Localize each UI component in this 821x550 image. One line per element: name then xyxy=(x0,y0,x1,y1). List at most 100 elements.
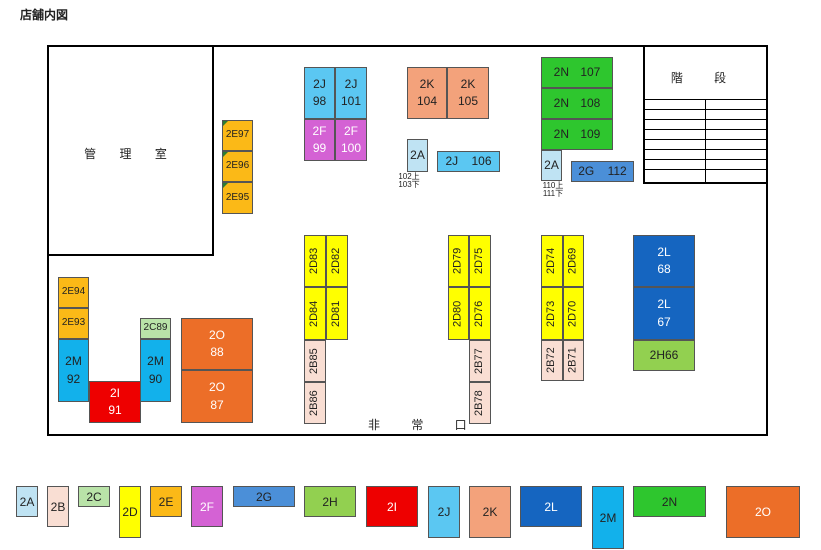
legend-label: 2N xyxy=(661,494,678,509)
booth-2d-81[interactable]: 2D81 xyxy=(326,287,348,340)
booth-label: 2H66 xyxy=(649,347,679,362)
booth-label: 2D82 xyxy=(330,247,343,275)
legend-label: 2K xyxy=(482,505,498,519)
booth-2d-82[interactable]: 2D82 xyxy=(326,235,348,287)
booth-2d-80[interactable]: 2D80 xyxy=(448,287,469,340)
booth-label: 2K xyxy=(419,76,435,91)
booth-label: 2K xyxy=(460,76,476,91)
booth-2g-112[interactable]: 2G 112 xyxy=(571,161,634,182)
legend-label: 2I xyxy=(386,499,397,514)
booth-number: 104 xyxy=(416,94,438,108)
booth-label: 2L xyxy=(657,297,671,312)
legend-2f: 2F xyxy=(191,486,223,527)
booth-2c-89[interactable]: 2C89 xyxy=(140,318,171,339)
booth-2b-85[interactable]: 2B85 xyxy=(304,340,326,382)
legend-label: 2O xyxy=(754,505,771,519)
legend-2c: 2C xyxy=(78,486,110,507)
booth-label: 2B72 xyxy=(545,347,558,374)
booth-label: 2A xyxy=(410,147,425,162)
booth-number: 101 xyxy=(340,94,362,108)
booth-label: 2D84 xyxy=(308,300,321,327)
booth-2b-72[interactable]: 2B72 xyxy=(541,340,563,381)
legend-2k: 2K xyxy=(469,486,511,538)
booth-2b-86[interactable]: 2B86 xyxy=(304,382,326,424)
booth-2n-107[interactable]: 2N 107 xyxy=(541,57,613,88)
booth-2h-66[interactable]: 2H66 xyxy=(633,340,695,371)
booth-2e-97[interactable]: 2E97 xyxy=(222,120,253,151)
legend-2a: 2A xyxy=(16,486,38,517)
booth-2d-74[interactable]: 2D74 xyxy=(541,235,563,287)
booth-label: 2D80 xyxy=(451,300,464,327)
booth-label: 2E96 xyxy=(225,160,250,172)
booth-number: 91 xyxy=(108,403,122,417)
booth-2b-78[interactable]: 2B78 xyxy=(469,382,491,424)
page-title: 店舗内図 xyxy=(20,8,69,22)
booth-label: 2J 106 xyxy=(445,153,492,168)
booth-2e-95[interactable]: 2E95 xyxy=(222,182,253,214)
booth-label: 2D75 xyxy=(473,247,486,275)
booth-label: 2G 112 xyxy=(578,163,627,178)
booth-label: 2B71 xyxy=(566,347,579,374)
legend-label: 2L xyxy=(544,499,558,514)
stairs-steps-drawing xyxy=(645,99,766,182)
booth-label: 2M xyxy=(65,354,82,369)
booth-2a-102-note: 102上 103下 xyxy=(394,172,424,190)
booth-label: 2F xyxy=(312,123,327,138)
booth-2e-94[interactable]: 2E94 xyxy=(58,277,89,308)
legend-label: 2H xyxy=(322,494,338,509)
legend-label: 2M xyxy=(599,510,617,525)
booth-2j-106[interactable]: 2J 106 xyxy=(437,151,500,172)
booth-number: 90 xyxy=(148,371,163,386)
booth-label: 2J xyxy=(313,76,326,91)
booth-2d-70[interactable]: 2D70 xyxy=(563,287,584,340)
booth-2b-77[interactable]: 2B77 xyxy=(469,340,491,382)
booth-2d-79[interactable]: 2D79 xyxy=(448,235,469,287)
booth-2d-83[interactable]: 2D83 xyxy=(304,235,326,287)
booth-label: 2B77 xyxy=(473,348,486,374)
legend-label: 2C xyxy=(86,489,102,504)
booth-2d-76[interactable]: 2D76 xyxy=(469,287,491,340)
legend-label: 2D xyxy=(122,505,138,519)
legend-2m: 2M xyxy=(592,486,624,549)
booth-label: 2I xyxy=(109,385,120,400)
booth-number: 105 xyxy=(457,94,479,108)
booth-2a-110[interactable]: 2A xyxy=(541,150,562,181)
booth-2n-108[interactable]: 2N 108 xyxy=(541,88,613,119)
legend-label: 2E xyxy=(158,494,174,509)
booth-label: 2D74 xyxy=(545,247,558,275)
booth-2e-93[interactable]: 2E93 xyxy=(58,308,89,339)
booth-2a-110-note: 110上 111下 xyxy=(538,181,568,199)
legend-2h: 2H xyxy=(304,486,356,517)
office-label: 管 理 室 xyxy=(84,147,177,161)
booth-2a-102[interactable]: 2A xyxy=(407,139,428,172)
booth-2d-73[interactable]: 2D73 xyxy=(541,287,563,340)
legend-2n: 2N xyxy=(633,486,706,517)
legend-label: 2F xyxy=(199,499,214,514)
booth-2n-109[interactable]: 2N 109 xyxy=(541,119,613,150)
legend-2i: 2I xyxy=(366,486,418,527)
booth-label: 2O xyxy=(208,380,225,395)
booth-label: 2D76 xyxy=(473,300,486,327)
booth-label: 2A xyxy=(544,157,559,172)
booth-2d-84[interactable]: 2D84 xyxy=(304,287,326,340)
booth-2d-69[interactable]: 2D69 xyxy=(563,235,584,287)
stairs-room: 階 段 xyxy=(643,45,768,184)
booth-2d-75[interactable]: 2D75 xyxy=(469,235,491,287)
booth-label: 2L xyxy=(657,244,671,259)
booth-2e-96[interactable]: 2E96 xyxy=(222,151,253,182)
booth-label: 2J xyxy=(344,76,358,91)
booth-2b-71[interactable]: 2B71 xyxy=(563,340,584,381)
